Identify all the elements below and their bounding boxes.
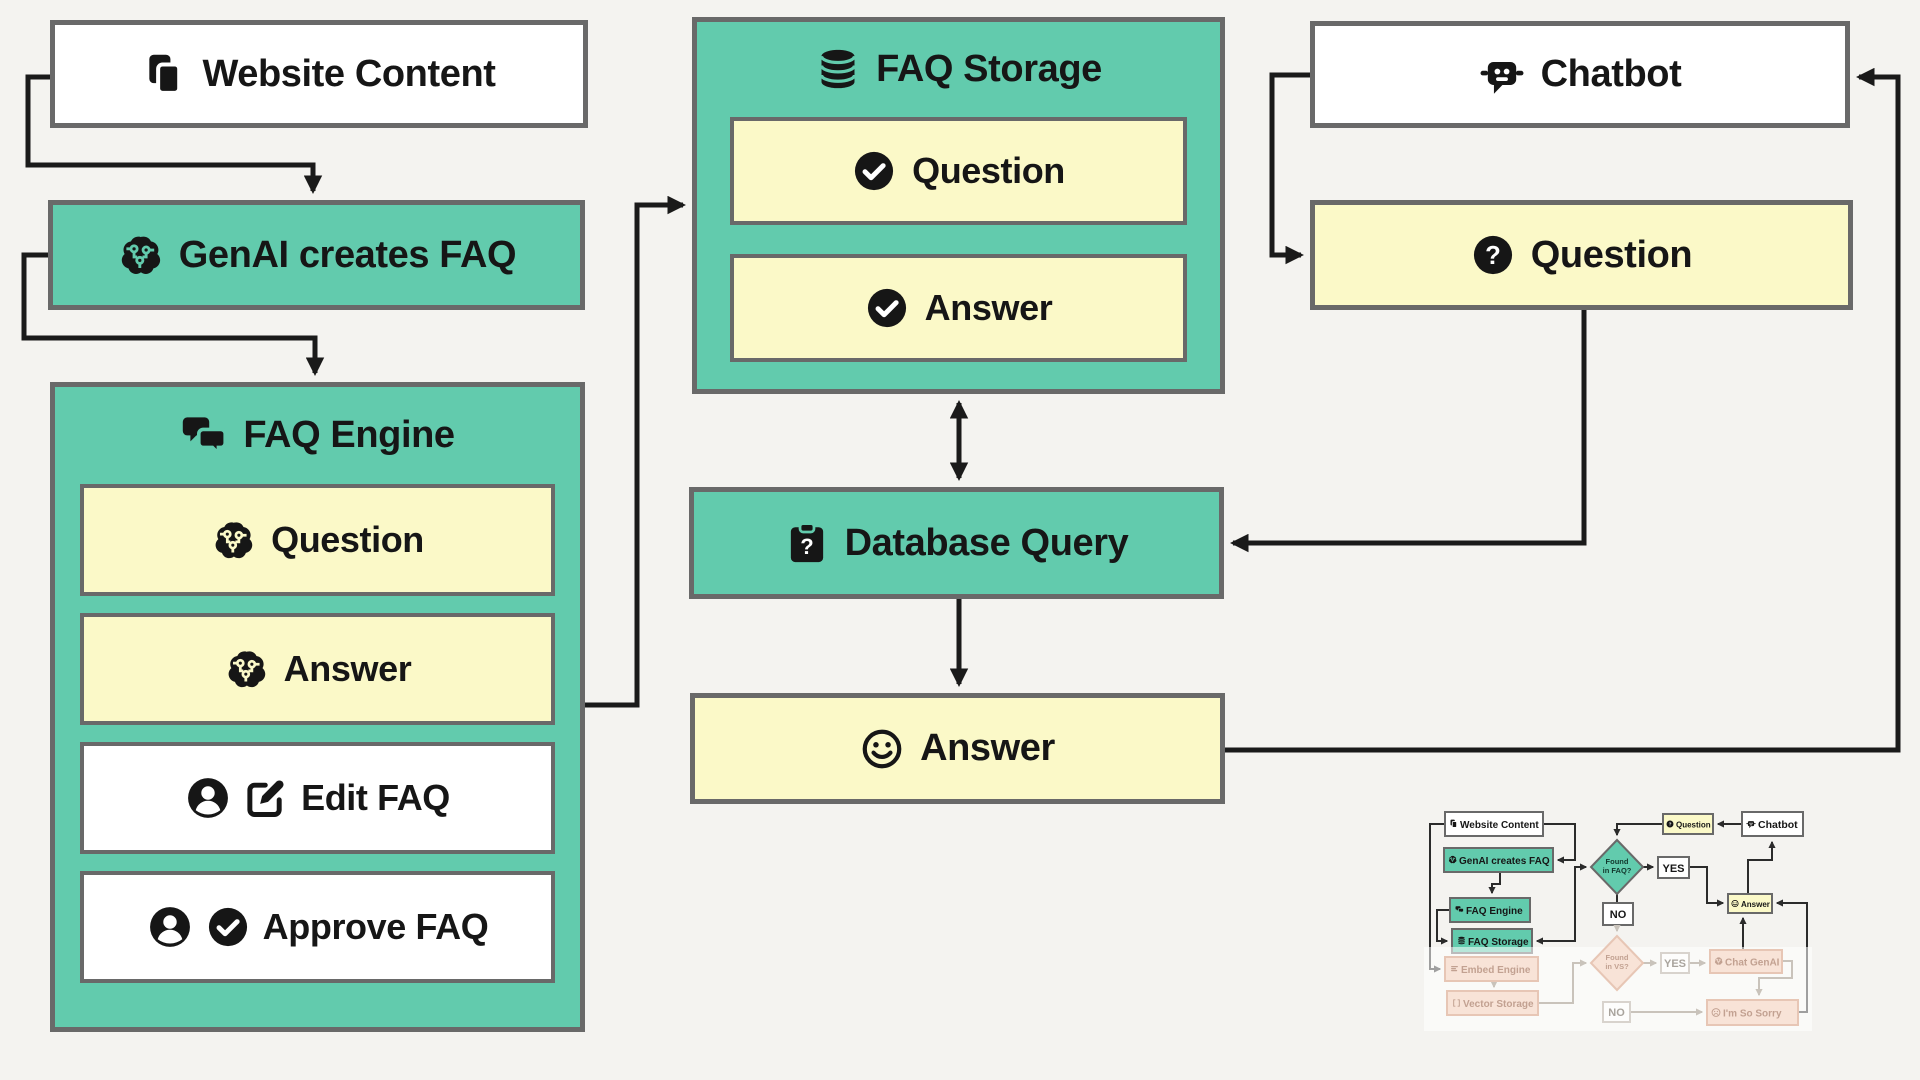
database-icon bbox=[1457, 936, 1466, 945]
minimap-node-im-so-sorry bbox=[1706, 999, 1799, 1026]
node-label: GenAI creates FAQ bbox=[178, 233, 517, 276]
node-approve-faq: Approve FAQ bbox=[80, 871, 555, 983]
question-circle-icon bbox=[1471, 233, 1515, 277]
node-label: Question bbox=[271, 519, 424, 560]
arrow-answer-to-chatbot bbox=[1225, 67, 1901, 753]
minimap-node-embed-engine bbox=[1444, 956, 1539, 982]
arrow-question-to-database-query bbox=[1230, 310, 1587, 553]
edit-icon bbox=[244, 776, 288, 820]
minimap-diamond-found-in-vs bbox=[1589, 934, 1645, 992]
minimap-label: Website Content bbox=[1460, 820, 1539, 831]
arrow-chatbot-to-question bbox=[1269, 72, 1310, 265]
minimap-node-website-content bbox=[1444, 811, 1544, 837]
node-chatbot: Chatbot bbox=[1310, 21, 1850, 128]
minimap-label: GenAI creates FAQ bbox=[1459, 856, 1550, 867]
minimap-faded-connectors bbox=[1490, 924, 1793, 1016]
copy-pages-icon bbox=[142, 52, 186, 96]
minimap-faded-labels: Embed Engine Vector Storage Found in VS?… bbox=[1451, 953, 1782, 1020]
minimap-node-yes-vs bbox=[1660, 952, 1690, 974]
minimap-label: Found bbox=[1606, 857, 1629, 866]
node-label: Answer bbox=[920, 727, 1055, 769]
node-label: Chatbot bbox=[1540, 53, 1682, 95]
minimap-diamond-found-in-faq bbox=[1589, 838, 1645, 896]
node-label: Approve FAQ bbox=[262, 906, 489, 947]
node-label: Edit FAQ bbox=[301, 777, 450, 818]
robot-chat-icon bbox=[1479, 52, 1525, 98]
minimap-node-yes-faq bbox=[1657, 856, 1690, 879]
minimap-label: in VS? bbox=[1605, 962, 1629, 971]
node-faq-storage: FAQ Storage Question Answer bbox=[692, 17, 1225, 394]
minimap-active-labels: Website Content GenAI creates FAQ FAQ En… bbox=[1448, 819, 1798, 948]
minimap-label: FAQ Storage bbox=[1468, 937, 1529, 948]
minimap-faded-nodes bbox=[1444, 934, 1799, 1026]
node-label: Answer bbox=[924, 287, 1053, 328]
minimap-label: Embed Engine bbox=[1461, 965, 1531, 976]
minimap-label: Vector Storage bbox=[1463, 999, 1534, 1010]
node-engine-answer: Answer bbox=[80, 613, 555, 725]
minimap-label: Question bbox=[1676, 821, 1711, 830]
node-final-answer: Answer bbox=[690, 693, 1225, 804]
minimap-label: YES bbox=[1664, 958, 1686, 970]
node-storage-question: Question bbox=[730, 117, 1187, 225]
database-icon bbox=[815, 46, 861, 92]
minimap-label: I'm So Sorry bbox=[1723, 1009, 1782, 1020]
check-circle-icon bbox=[865, 286, 909, 330]
node-label: FAQ Engine bbox=[243, 413, 455, 456]
minimap-label: Chatbot bbox=[1758, 819, 1798, 831]
question-circle-icon bbox=[1666, 820, 1674, 828]
minimap-node-no-vs bbox=[1602, 1001, 1631, 1023]
user-icon bbox=[147, 904, 193, 950]
node-user-question: Question bbox=[1310, 200, 1853, 310]
node-label: Question bbox=[912, 150, 1065, 191]
chat-bubbles-icon bbox=[180, 411, 228, 459]
node-database-query: Database Query bbox=[689, 487, 1224, 599]
brain-circuit-icon bbox=[117, 232, 163, 278]
minimap-label: Found bbox=[1606, 953, 1629, 962]
minimap-node-answer bbox=[1727, 893, 1773, 914]
node-label: Question bbox=[1530, 233, 1693, 276]
minimap-overview: Website Content GenAI creates FAQ FAQ En… bbox=[1424, 811, 1812, 1031]
faq-storage-header: FAQ Storage bbox=[697, 22, 1220, 116]
check-circle-icon bbox=[852, 149, 896, 193]
node-label: FAQ Storage bbox=[876, 47, 1102, 90]
minimap-node-chat-genai bbox=[1709, 949, 1783, 974]
node-genai-creates-faq: GenAI creates FAQ bbox=[48, 200, 585, 310]
clipboard-question-icon bbox=[785, 521, 829, 565]
minimap-label: NO bbox=[1608, 1007, 1625, 1019]
minimap-label: FAQ Engine bbox=[1466, 906, 1523, 917]
faq-engine-header: FAQ Engine bbox=[55, 387, 580, 483]
node-storage-answer: Answer bbox=[730, 254, 1187, 362]
smiley-icon bbox=[860, 727, 904, 771]
node-label: Answer bbox=[283, 648, 412, 689]
node-label: Database Query bbox=[844, 521, 1129, 564]
brain-circuit-icon bbox=[211, 518, 255, 562]
node-engine-question: Question bbox=[80, 484, 555, 596]
arrow-faq-engine-to-faq-storage bbox=[585, 195, 686, 708]
minimap-node-question bbox=[1662, 813, 1714, 835]
minimap-label: YES bbox=[1662, 863, 1684, 875]
node-website-content: Website Content bbox=[50, 20, 588, 128]
minimap-active-nodes bbox=[1443, 811, 1804, 954]
node-label: Website Content bbox=[202, 52, 496, 95]
minimap-label: in FAQ? bbox=[1603, 866, 1632, 875]
minimap-node-vector-storage bbox=[1446, 990, 1539, 1016]
user-icon bbox=[185, 775, 231, 821]
node-edit-faq: Edit FAQ bbox=[80, 742, 555, 854]
minimap-label: Answer bbox=[1741, 900, 1770, 909]
minimap-label: NO bbox=[1610, 909, 1627, 921]
node-faq-engine: FAQ Engine Question Answer Edit FAQ Appr… bbox=[50, 382, 585, 1032]
minimap-node-genai bbox=[1443, 847, 1554, 873]
check-circle-icon bbox=[206, 905, 250, 949]
minimap-label: Chat GenAI bbox=[1725, 958, 1780, 969]
brain-circuit-icon bbox=[224, 647, 268, 691]
